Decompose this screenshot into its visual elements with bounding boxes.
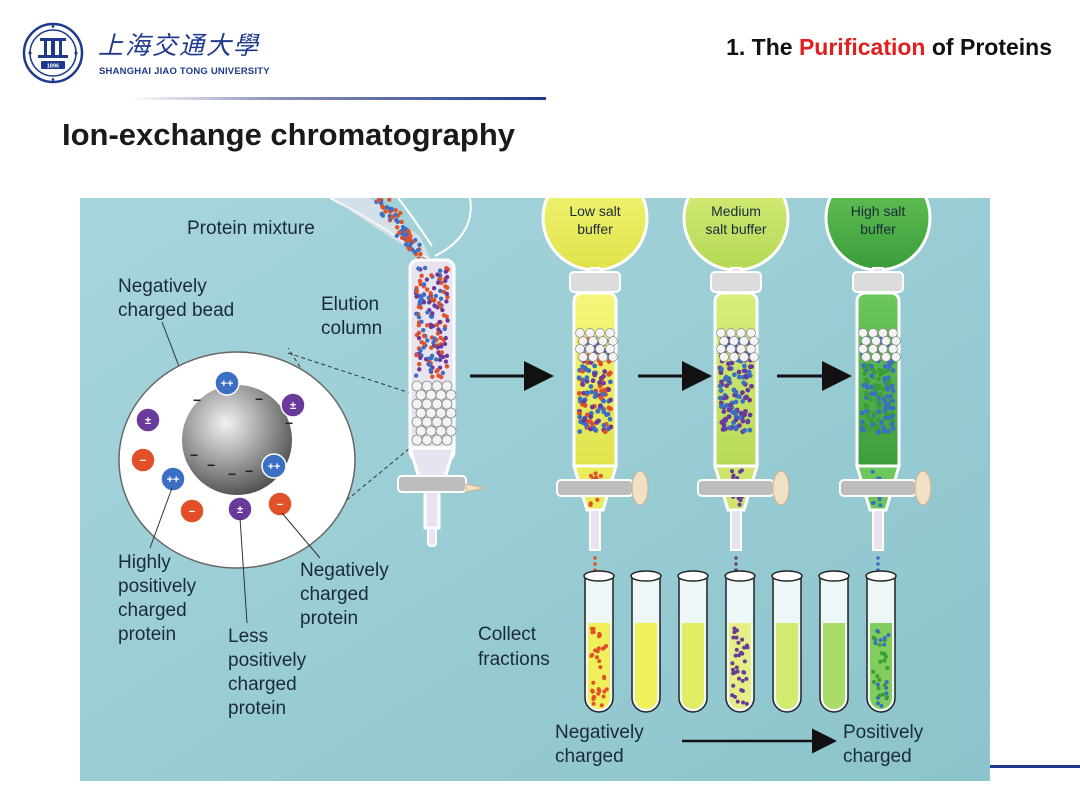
label-negprot-2: charged [300, 584, 369, 605]
slide-title: Ion-exchange chromatography [62, 117, 516, 152]
footer-divider [990, 765, 1080, 768]
section-heading-suffix: of Proteins [931, 34, 1052, 60]
svg-text:−: − [277, 499, 283, 511]
label-protein-mixture: Protein mixture [187, 218, 315, 239]
university-name-cn: 上海交通大學 [98, 31, 261, 60]
buffer-column-3: High salt buffer [824, 198, 932, 578]
ion-exchange-diagram: Protein mixture Negatively charged bead … [80, 198, 990, 781]
svg-text:±: ± [237, 504, 243, 516]
svg-text:++: ++ [167, 474, 180, 486]
svg-text:−: − [193, 392, 201, 408]
label-negprot-1: Negatively [300, 560, 389, 581]
test-tube-1 [583, 570, 615, 713]
label-less-4: protein [228, 698, 286, 719]
label-less-3: charged [228, 674, 297, 695]
svg-text:−: − [255, 391, 263, 407]
label-collect-2: fractions [478, 649, 550, 670]
label-highly-2: positively [118, 576, 197, 597]
svg-text:−: − [190, 447, 198, 463]
label-neg-bead-1: Negatively [118, 276, 207, 297]
label-highly-1: Highly [118, 552, 171, 573]
svg-text:−: − [189, 506, 195, 518]
label-elution-2: column [321, 318, 382, 339]
label-less-1: Less [228, 626, 268, 647]
university-logo: 1896 [22, 22, 84, 84]
label-pos-charged-2: charged [843, 746, 912, 767]
test-tube-5 [771, 570, 803, 713]
svg-text:−: − [285, 415, 293, 431]
test-tube-7 [865, 570, 897, 713]
test-tube-2 [630, 570, 662, 713]
label-highly-3: charged [118, 600, 187, 621]
label-less-2: positively [228, 650, 307, 671]
svg-text:±: ± [145, 415, 151, 427]
buffer-label-3-line2: buffer [860, 221, 896, 237]
svg-text:±: ± [290, 400, 296, 412]
logo-year: 1896 [47, 64, 59, 70]
test-tube-6 [818, 570, 850, 713]
buffer-label-1-line1: Low salt [569, 203, 620, 219]
buffer-label-1-line2: buffer [577, 221, 613, 237]
label-neg-bead-2: charged bead [118, 300, 234, 321]
buffer-label-2-line2: salt buffer [705, 221, 767, 237]
bead-zoom-circle: −− −− −− −− ++±±−++++−±− [118, 347, 411, 569]
label-negprot-3: protein [300, 608, 358, 629]
svg-text:−: − [245, 463, 253, 479]
university-name-en: SHANGHAI JIAO TONG UNIVERSITY [99, 66, 270, 77]
label-elution-1: Elution [321, 294, 379, 315]
buffer-label-2-line1: Medium [711, 203, 761, 219]
label-neg-charged-1: Negatively [555, 722, 644, 743]
svg-text:++: ++ [221, 378, 234, 390]
test-tube-3 [677, 570, 709, 713]
buffer-label-3-line1: High salt [851, 203, 906, 219]
elution-column-1 [397, 258, 486, 547]
label-neg-charged-2: charged [555, 746, 624, 767]
section-heading-highlight: Purification [798, 34, 926, 60]
section-heading: 1. The Purification of Proteins [726, 34, 1052, 61]
section-heading-prefix: 1. The [726, 34, 793, 60]
label-highly-4: protein [118, 624, 176, 645]
buffer-column-1: Low salt buffer [541, 198, 649, 578]
svg-text:−: − [228, 466, 236, 482]
label-pos-charged-1: Positively [843, 722, 924, 743]
svg-text:−: − [207, 457, 215, 473]
svg-text:−: − [140, 455, 146, 467]
header-divider [128, 97, 546, 100]
buffer-column-2: Medium salt buffer [682, 198, 790, 578]
test-tube-4 [724, 570, 756, 713]
label-collect-1: Collect [478, 624, 537, 645]
svg-text:++: ++ [268, 461, 281, 473]
